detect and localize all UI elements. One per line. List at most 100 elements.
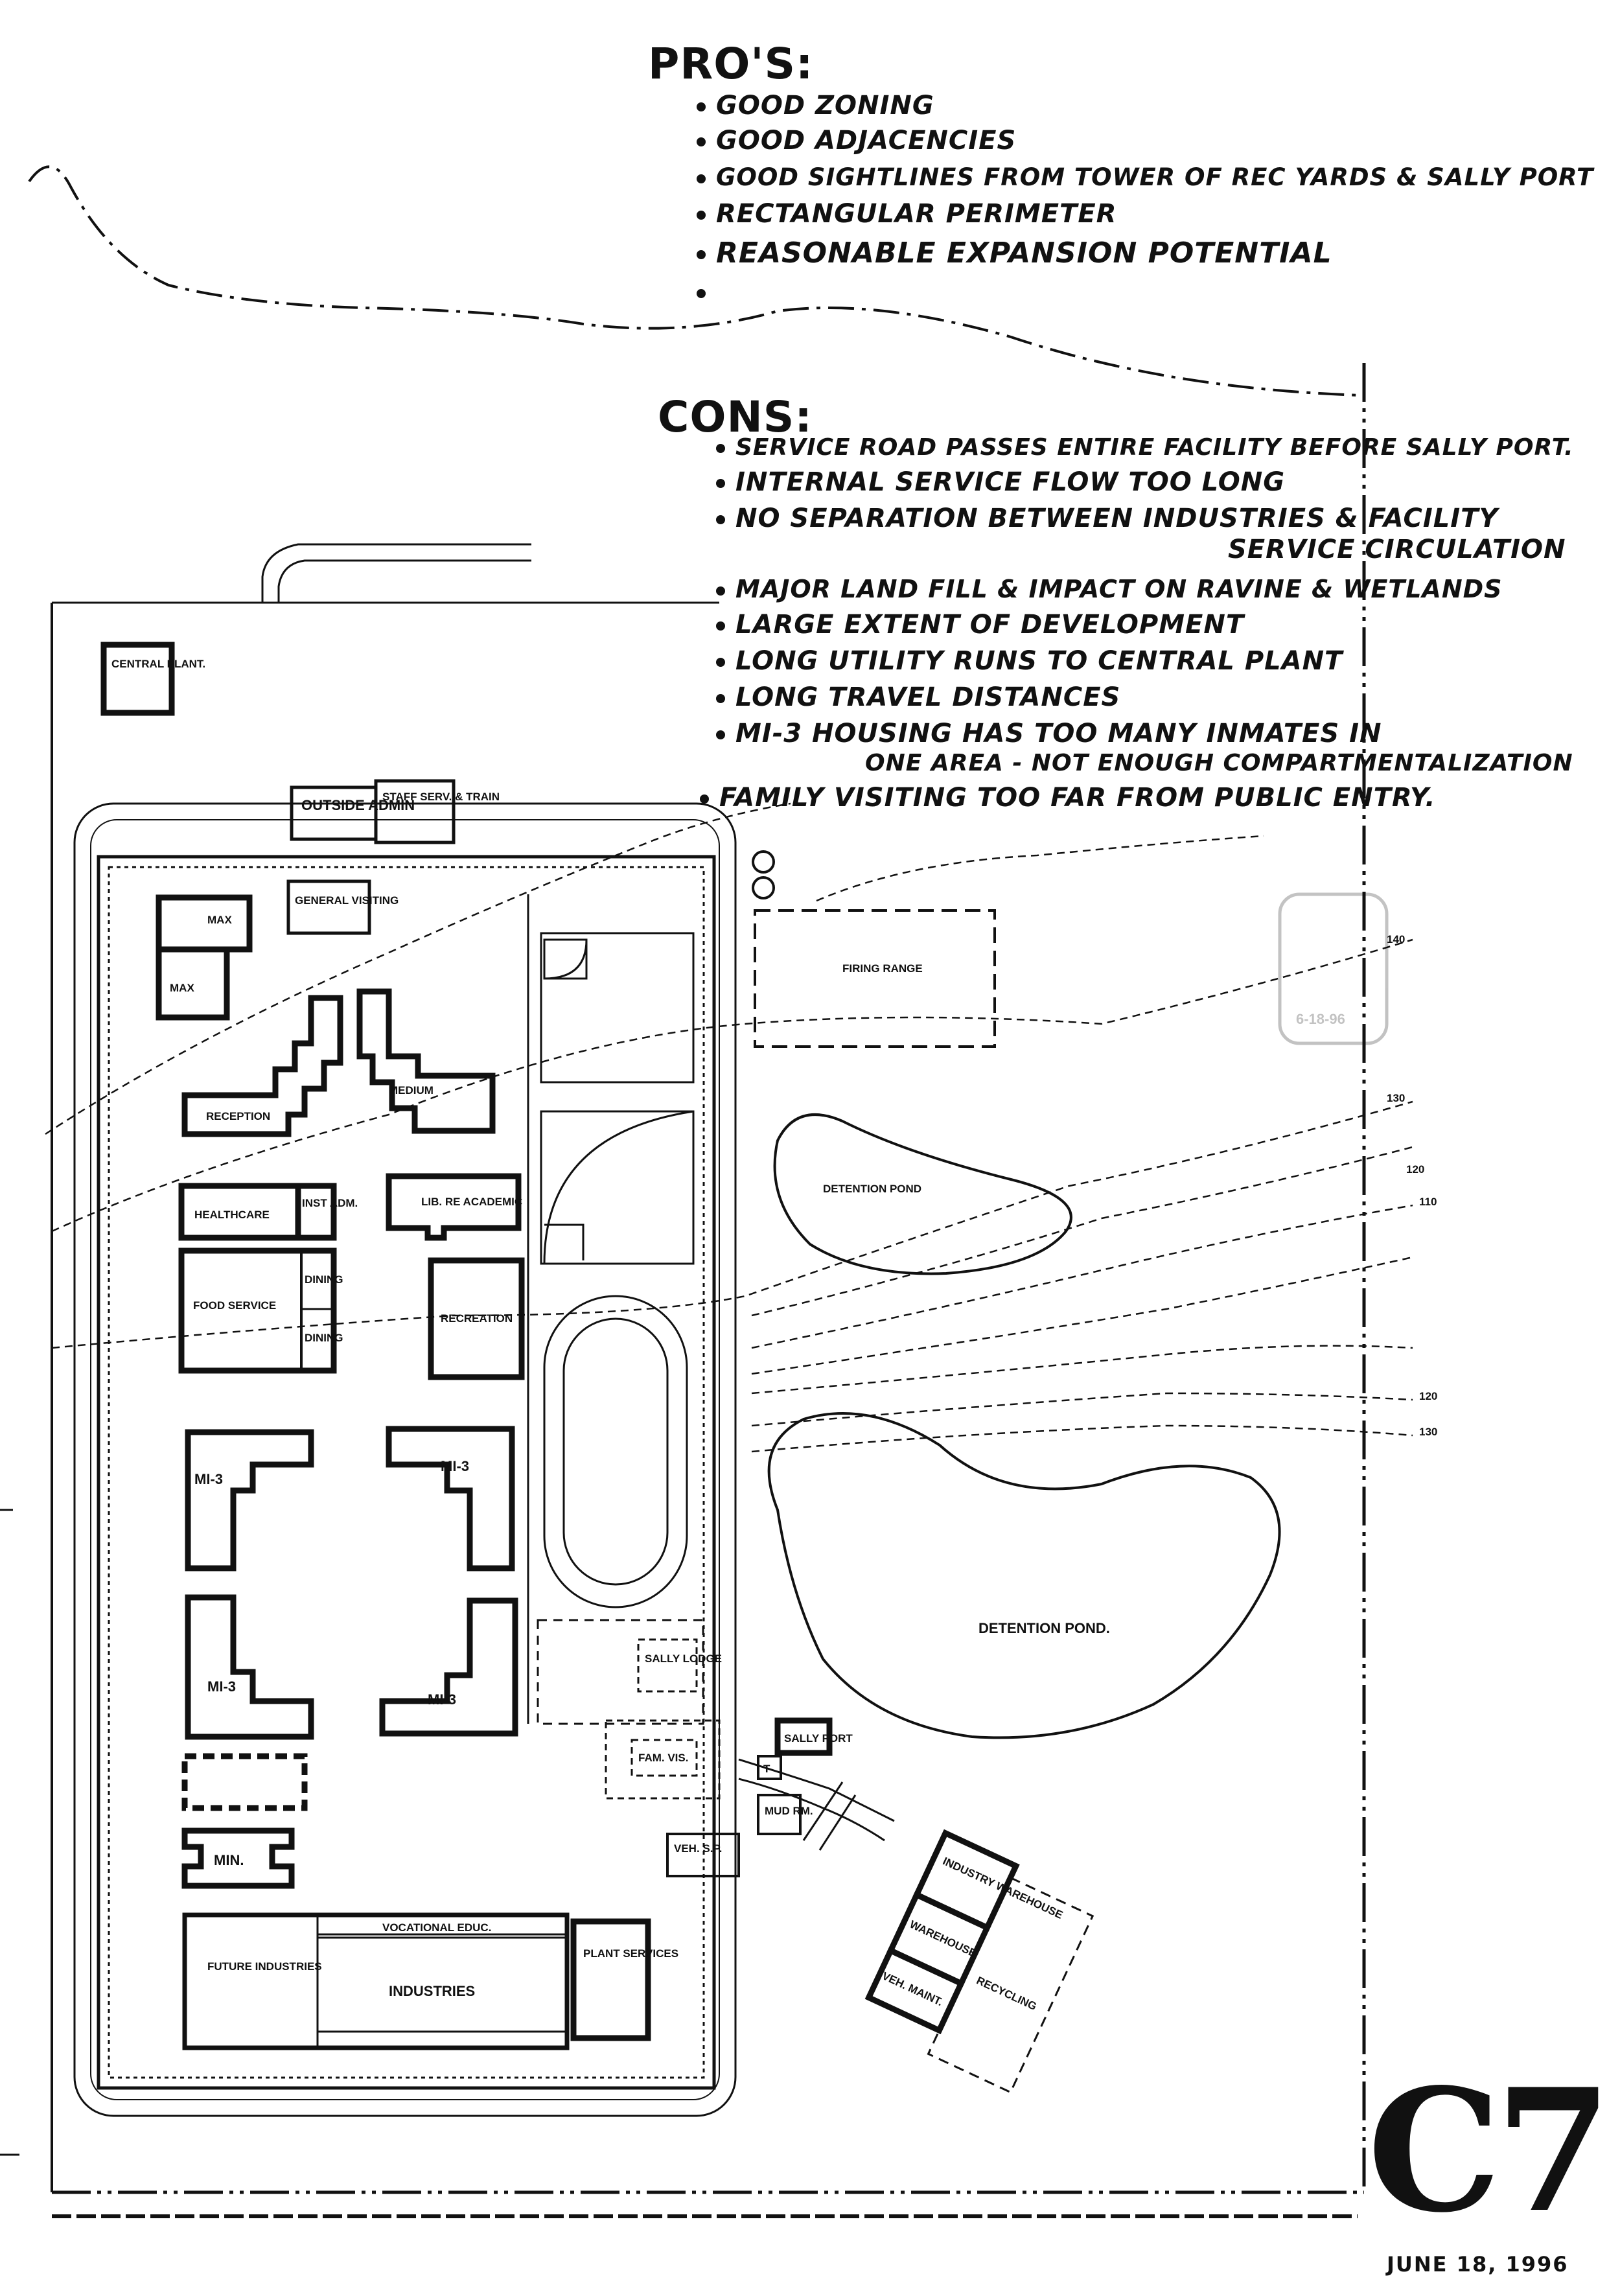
access-road — [261, 543, 531, 603]
bullet-icon — [697, 102, 706, 111]
cons-item: MAJOR LAND FILL & IMPACT ON RAVINE & WET… — [716, 575, 1574, 603]
plant-services-label: PLANT SERVICES — [583, 1947, 678, 1960]
library-academic-building: LIB. RE ACADEMIC — [386, 1173, 522, 1241]
firing-range: FIRING RANGE — [754, 909, 996, 1048]
contour-lines — [45, 802, 1413, 1453]
contour-labels: 140 130 120 110 120 130 — [1387, 933, 1437, 1438]
min-building: MIN. — [181, 1827, 295, 1889]
future-industries-label: FUTURE INDUSTRIES — [207, 1960, 322, 1973]
svg-text:SALLY PORT: SALLY PORT — [784, 1732, 853, 1745]
svg-text:6-18-96: 6-18-96 — [1296, 1011, 1345, 1027]
general-visiting-building: GENERAL VISITING — [286, 879, 399, 935]
cons-item: LONG TRAVEL DISTANCES — [716, 682, 1574, 712]
vocational-label: VOCATIONAL EDUC. — [382, 1921, 491, 1934]
svg-text:LIB. RE ACADEMIC: LIB. RE ACADEMIC — [421, 1196, 522, 1208]
margin-ticks — [0, 1509, 19, 2156]
bullet-icon — [697, 250, 706, 259]
service-road — [738, 1758, 895, 1851]
svg-text:MUD RM.: MUD RM. — [765, 1805, 813, 1817]
veh-maint-label: VEH. MAINT. — [880, 1969, 945, 2008]
bullet-icon — [716, 658, 725, 667]
recycling-label: RECYCLING — [975, 1974, 1039, 2013]
svg-text:MEDIUM: MEDIUM — [389, 1084, 434, 1096]
perimeter-road — [73, 802, 737, 2117]
future-housing-dashed — [181, 1753, 308, 1811]
reception-building: RECEPTION — [181, 995, 343, 1137]
svg-text:MAX: MAX — [207, 914, 232, 926]
bullet-icon — [716, 479, 725, 488]
central-plant-label: CENTRAL PLANT. — [111, 658, 205, 670]
cons-item: INTERNAL SERVICE FLOW TOO LONG — [716, 467, 1574, 497]
outside-admin-building: OUTSIDE ADMIN — [290, 785, 415, 841]
warehouse-label: WAREHOUSE — [908, 1918, 978, 1960]
svg-text:FAM. VIS.: FAM. VIS. — [638, 1752, 688, 1764]
svg-text:STAFF SERV. & TRAIN: STAFF SERV. & TRAIN — [382, 791, 500, 803]
bullet-icon — [716, 586, 725, 596]
pros-item — [697, 277, 1593, 307]
cons-list: SERVICE ROAD PASSES ENTIRE FACILITY BEFO… — [700, 434, 1574, 813]
detention-pond-2: DETENTION POND. — [767, 1412, 1281, 1739]
cons-item: NO SEPARATION BETWEEN INDUSTRIES & FACIL… — [716, 504, 1574, 533]
max-building-2: MAX — [156, 946, 230, 1021]
cons-item-continued: ONE AREA - NOT ENOUGH COMPARTMENTALIZATI… — [865, 750, 1573, 776]
svg-text:FOOD SERVICE: FOOD SERVICE — [193, 1299, 276, 1312]
detention-pond-1: DETENTION POND — [773, 1113, 1072, 1275]
svg-text:FIRING RANGE: FIRING RANGE — [842, 962, 923, 975]
recreation-yards — [527, 894, 704, 1725]
property-boundary — [28, 165, 1366, 2194]
svg-text:OUTSIDE ADMIN: OUTSIDE ADMIN — [301, 797, 415, 813]
warehouse-group: INDUSTRY WAREHOUSE WAREHOUSE VEH. MAINT.… — [864, 1829, 1094, 2094]
mi3-housing-3: MI-3 — [185, 1594, 314, 1740]
cons-item: LARGE EXTENT OF DEVELOPMENT — [716, 610, 1574, 640]
pros-item: GOOD SIGHTLINES FROM TOWER OF REC YARDS … — [697, 163, 1593, 191]
drawing-date: JUNE 18, 1996 — [1387, 2252, 1569, 2277]
svg-text:MAX: MAX — [170, 982, 194, 994]
mi3-housing-4: MI-3 — [379, 1597, 518, 1737]
cons-item: FAMILY VISITING TOO FAR FROM PUBLIC ENTR… — [700, 783, 1574, 813]
bullet-icon — [716, 515, 725, 524]
svg-text:VEH. S.P.: VEH. S.P. — [674, 1842, 722, 1855]
svg-text:140: 140 — [1387, 933, 1405, 945]
bullet-icon — [697, 211, 706, 220]
food-service-building: FOOD SERVICE DINING DINING — [178, 1247, 343, 1374]
cons-title: CONS: — [658, 392, 813, 442]
sally-lodge-building: SALLY LODGE — [637, 1638, 722, 1693]
pros-item: GOOD ZONING — [697, 91, 1593, 121]
svg-text:RECEPTION: RECEPTION — [206, 1110, 270, 1122]
recreation-building: RECREATION — [428, 1257, 525, 1380]
bullet-icon — [716, 444, 725, 453]
dining-2-label: DINING — [305, 1332, 343, 1344]
svg-text:110: 110 — [1419, 1196, 1437, 1208]
industry-warehouse-label: INDUSTRY WAREHOUSE — [941, 1855, 1065, 1921]
bullet-icon — [697, 174, 706, 183]
svg-text:MI-3: MI-3 — [194, 1471, 223, 1487]
family-visiting-building: FAM. VIS. — [605, 1719, 721, 1800]
bullet-icon — [697, 289, 706, 298]
medium-building: MEDIUM — [356, 988, 496, 1134]
bullet-icon — [697, 137, 706, 146]
mi3-housing-1: MI-3 — [185, 1429, 314, 1571]
max-building-1: MAX — [156, 894, 253, 953]
mi3-housing-2: MI-3 — [386, 1426, 515, 1571]
svg-text:MIN.: MIN. — [214, 1852, 244, 1868]
svg-text:120: 120 — [1406, 1163, 1424, 1176]
industries-label: INDUSTRIES — [389, 1983, 475, 1999]
svg-text:MI-3: MI-3 — [207, 1678, 236, 1695]
mud-room-building: MUD RM. — [757, 1794, 813, 1835]
svg-text:GENERAL VISITING: GENERAL VISITING — [295, 894, 399, 907]
pros-item: RECTANGULAR PERIMETER — [697, 199, 1593, 229]
sally-port-building: SALLY PORT — [774, 1717, 853, 1756]
staff-services-building: STAFF SERV. & TRAIN — [374, 779, 500, 844]
sheet-number: C7 — [1367, 2052, 1612, 2250]
svg-text:INST ADM.: INST ADM. — [302, 1197, 358, 1209]
svg-text:HEALTHCARE: HEALTHCARE — [194, 1209, 270, 1221]
bullet-icon — [716, 694, 725, 703]
secure-perimeter-fence — [97, 855, 716, 2090]
svg-text:RECREATION: RECREATION — [441, 1312, 513, 1325]
pros-title: PRO'S: — [648, 39, 814, 89]
industries-complex — [182, 1912, 651, 2050]
cons-item-continued: SERVICE CIRCULATION — [1228, 535, 1566, 564]
cons-item: MI-3 HOUSING HAS TOO MANY INMATES IN — [716, 719, 1574, 748]
dining-1-label: DINING — [305, 1273, 343, 1286]
